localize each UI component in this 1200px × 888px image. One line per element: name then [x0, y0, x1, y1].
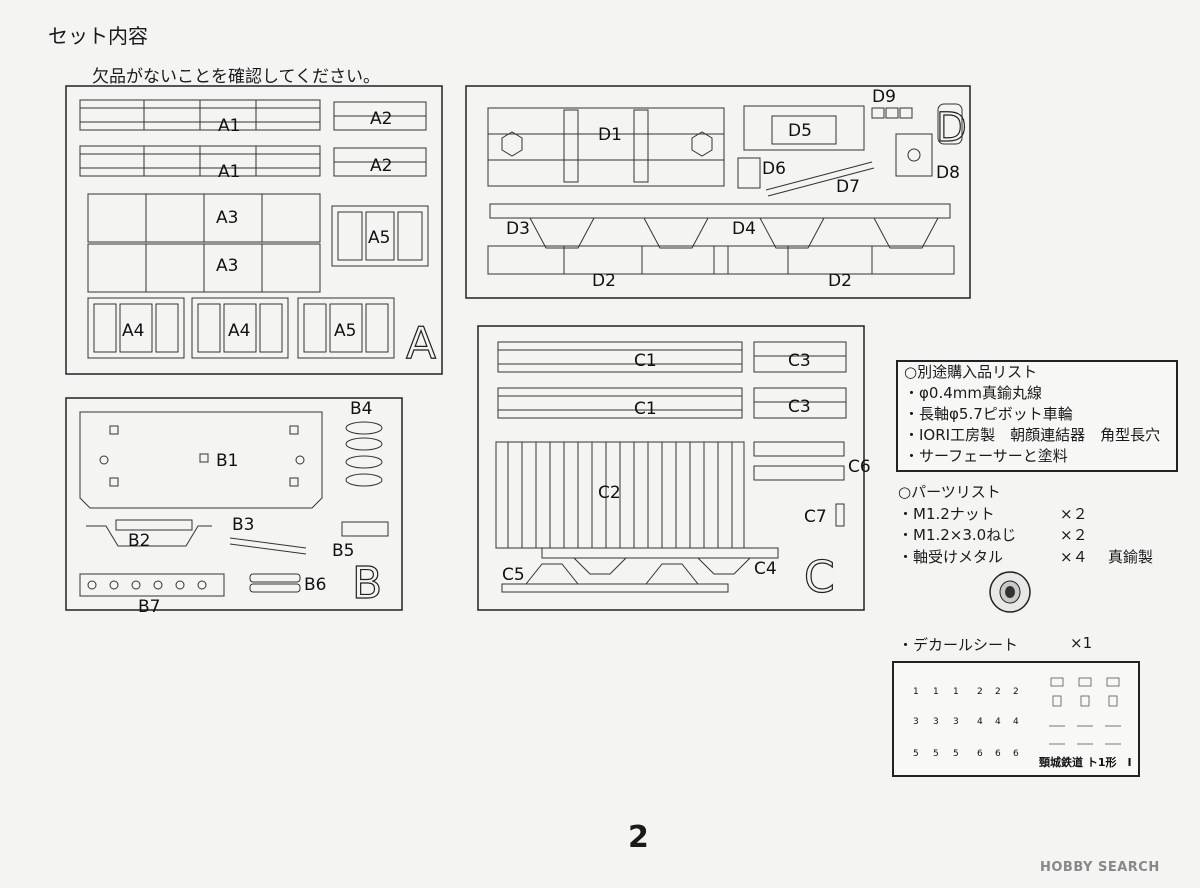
- part-label-d9: D9: [872, 87, 896, 107]
- decal-caption: 頸城鉄道 ト1形 Ⅰ: [1039, 755, 1132, 769]
- separate-purchase-item: ・長軸φ5.7ピボット車輪: [904, 405, 1073, 423]
- part-label-d2: D2: [592, 271, 616, 291]
- part-label-c2: C2: [598, 483, 621, 503]
- decal-number: 4: [977, 717, 983, 727]
- sprue-b: B4 B1 B3 B2 B5 B6 B7 B: [65, 397, 403, 617]
- part-label-a2: A2: [370, 109, 392, 129]
- part-label-a1: A1: [218, 116, 240, 136]
- decal-sheet: 1 1 1 2 2 2 3 3 3 4 4 4 5 5 5 6 6 6 頸城鉄道…: [892, 661, 1140, 777]
- part-label-c3: C3: [788, 351, 811, 371]
- sprue-tag-b: B: [352, 558, 382, 609]
- sprue-a: A1 A2 A1 A2 A3 A3 A5 A4 A4 A5 A: [65, 85, 443, 375]
- part-label-d3: D3: [506, 219, 530, 239]
- part-label-d2: D2: [828, 271, 852, 291]
- decal-number: 1: [933, 687, 939, 697]
- part-label-b5: B5: [332, 541, 354, 561]
- part-label-b7: B7: [138, 597, 160, 617]
- parts-list-row: ・M1.2ナット ×２: [898, 504, 1088, 526]
- part-name: ・軸受けメタル: [898, 547, 1004, 566]
- part-label-d1: D1: [598, 125, 622, 145]
- parts-list-title: ○パーツリスト: [898, 483, 1001, 501]
- sprue-c: C1 C3 C1 C3 C6 C2 C7 C4 C5 C: [477, 325, 871, 611]
- part-label-a5: A5: [368, 228, 390, 248]
- part-label-c7: C7: [804, 507, 827, 527]
- sprue-tag-c: C: [804, 552, 835, 603]
- separate-purchase-box: ○別途購入品リスト ・φ0.4mm真鍮丸線 ・長軸φ5.7ピボット車輪 ・IOR…: [896, 360, 1178, 472]
- watermark: HOBBY SEARCH: [1040, 860, 1160, 875]
- part-label-c5: C5: [502, 565, 525, 585]
- part-label-d4: D4: [732, 219, 756, 239]
- part-label-c3: C3: [788, 397, 811, 417]
- separate-purchase-item: ・サーフェーサーと塗料: [904, 447, 1068, 465]
- decal-number: 4: [995, 717, 1001, 727]
- page-number: 2: [628, 820, 649, 855]
- decal-number: 5: [953, 749, 959, 759]
- part-label-c1: C1: [634, 399, 657, 419]
- part-label-c6: C6: [848, 457, 871, 477]
- decal-number: 2: [1013, 687, 1019, 697]
- part-label-d8: D8: [936, 163, 960, 183]
- separate-purchase-item: ・IORI工房製 朝顔連結器 角型長穴: [904, 426, 1161, 444]
- sprue-tag-a: A: [406, 318, 436, 369]
- decal-number: 5: [933, 749, 939, 759]
- part-label-a4: A4: [228, 321, 250, 341]
- part-label-d5: D5: [788, 121, 812, 141]
- decal-qty: ×1: [1070, 634, 1093, 652]
- separate-purchase-item: ・φ0.4mm真鍮丸線: [904, 384, 1042, 402]
- part-material: 真鍮製: [1108, 547, 1154, 566]
- part-label-a1: A1: [218, 162, 240, 182]
- part-qty: ×４: [1060, 547, 1088, 566]
- part-name: ・M1.2ナット: [898, 504, 995, 523]
- decal-number: 2: [995, 687, 1001, 697]
- part-label-a3: A3: [216, 256, 238, 276]
- part-label-a2: A2: [370, 156, 392, 176]
- part-label-d7: D7: [836, 177, 860, 197]
- part-qty: ×２: [1060, 504, 1088, 523]
- decal-number: 3: [913, 717, 919, 727]
- decal-number: 3: [933, 717, 939, 727]
- bearing-metal-illustration: [989, 571, 1031, 613]
- part-label-b4: B4: [350, 399, 372, 419]
- decal-number: 1: [913, 687, 919, 697]
- parts-list-row: ・軸受けメタル ×４ 真鍮製: [898, 547, 1153, 569]
- page-subtitle: 欠品がないことを確認してください。: [92, 67, 380, 87]
- part-qty: ×２: [1060, 526, 1088, 544]
- part-name: ・M1.2×3.0ねじ: [898, 526, 1017, 544]
- part-label-b2: B2: [128, 531, 150, 551]
- page-title: セット内容: [48, 24, 148, 48]
- part-label-b3: B3: [232, 515, 254, 535]
- parts-list: ○パーツリスト ・M1.2ナット ×２ ・M1.2×3.0ねじ ×２ ・軸受けメ…: [898, 482, 1153, 569]
- decal-number: 4: [1013, 717, 1019, 727]
- part-label-a3: A3: [216, 208, 238, 228]
- decal-number: 6: [977, 749, 983, 759]
- decal-number: 2: [977, 687, 983, 697]
- part-label-a5: A5: [334, 321, 356, 341]
- part-label-c4: C4: [754, 559, 777, 579]
- decal-number: 3: [953, 717, 959, 727]
- part-label-c1: C1: [634, 351, 657, 371]
- part-label-d6: D6: [762, 159, 786, 179]
- decal-number: 5: [913, 749, 919, 759]
- part-label-a4: A4: [122, 321, 144, 341]
- parts-list-row: ・M1.2×3.0ねじ ×２: [898, 525, 1088, 547]
- sprue-tag-d: D: [936, 105, 967, 151]
- decal-number: 6: [1013, 749, 1019, 759]
- part-label-b6: B6: [304, 575, 326, 595]
- decal-label: ・デカールシート: [898, 636, 1019, 654]
- separate-purchase-title: ○別途購入品リスト: [904, 363, 1038, 381]
- decal-number: 1: [953, 687, 959, 697]
- sprue-d: D1 D5 D9 D6 D7 D8 D3 D4 D2 D2 D: [465, 85, 971, 299]
- decal-number: 6: [995, 749, 1001, 759]
- part-label-b1: B1: [216, 451, 238, 471]
